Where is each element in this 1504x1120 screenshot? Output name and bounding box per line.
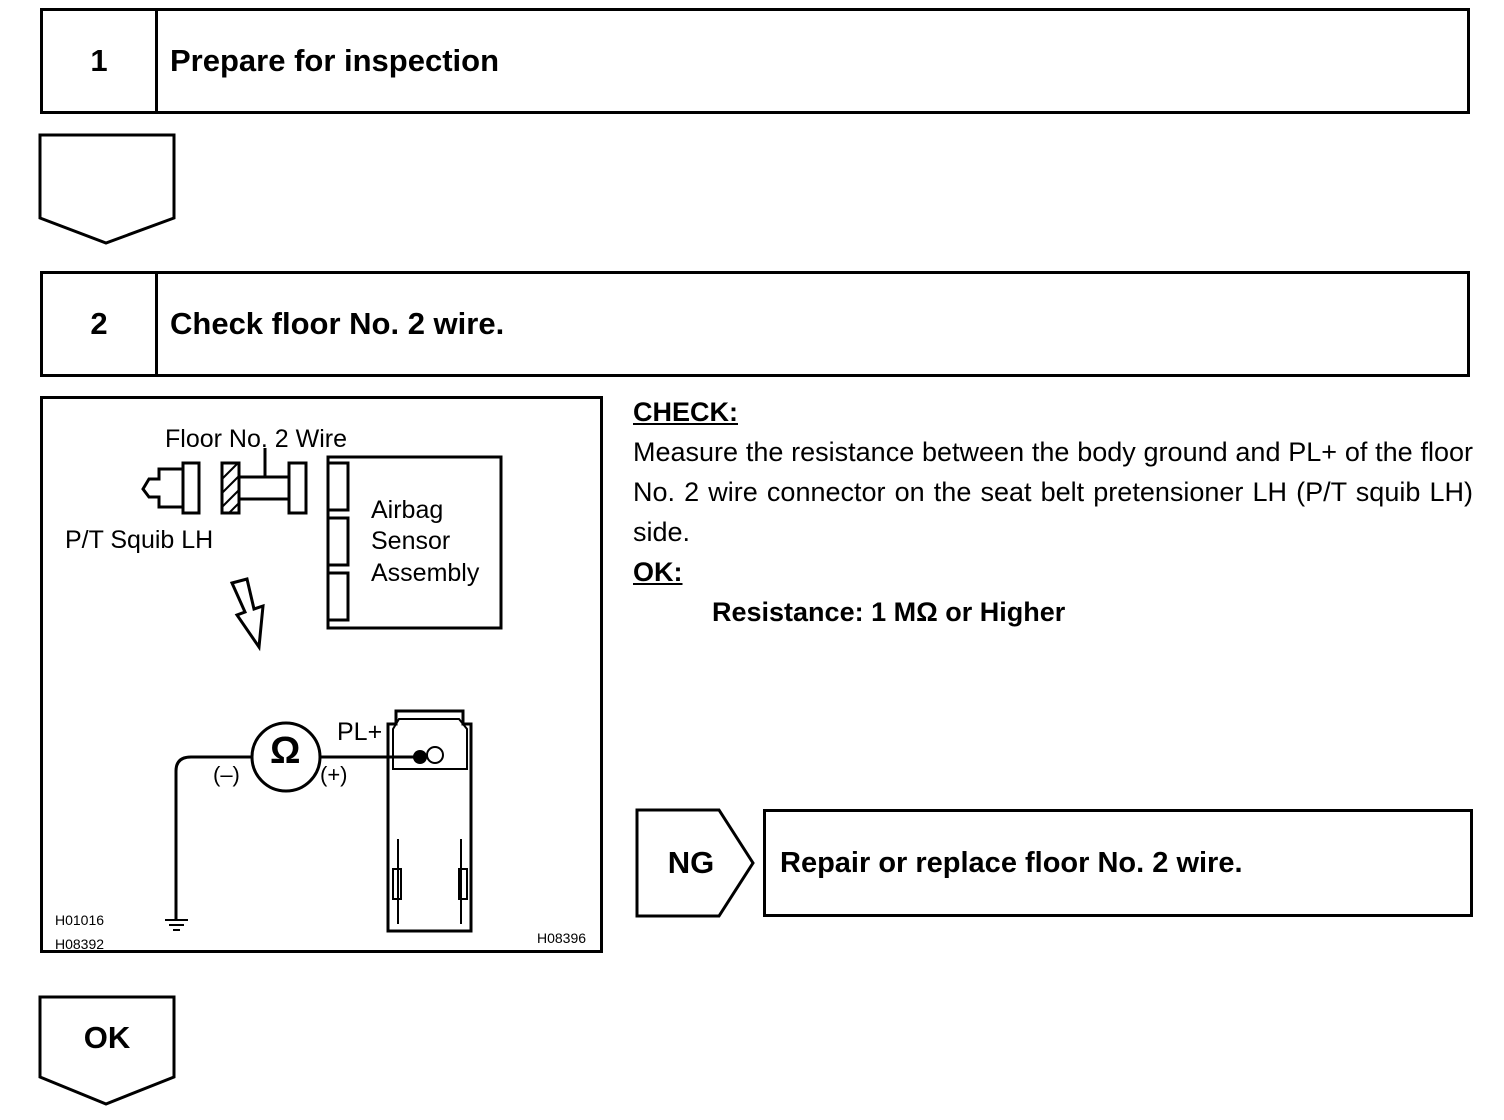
check-heading: CHECK: — [633, 397, 738, 427]
resistance-spec: Resistance: 1 MΩ or Higher — [712, 597, 1066, 627]
ng-label: NG — [667, 845, 715, 880]
ground-symbol-icon — [165, 919, 188, 931]
check-instructions: CHECK: Measure the resistance between th… — [633, 392, 1473, 632]
figure-code: H01016 — [55, 912, 105, 928]
figure-code: H08392 — [55, 936, 105, 952]
plus-terminal-label: (+) — [320, 762, 348, 787]
pl-plus-label: PL+ — [337, 718, 383, 746]
sensor-label-line-2: Sensor — [371, 527, 451, 555]
minus-terminal-label: (–) — [213, 762, 240, 787]
wiring-diagram-drawing — [141, 448, 503, 933]
inspection-diagram: Floor No. 2 Wire P/T Squib LH Airbag Sen… — [40, 396, 603, 953]
figure-code: H08396 — [537, 930, 587, 946]
step-1-header: 1 Prepare for inspection — [40, 8, 1470, 114]
step-title: Check floor No. 2 wire. — [170, 306, 505, 341]
flow-down-arrow — [38, 133, 176, 245]
ok-branch-arrow — [38, 995, 176, 1106]
step-title: Prepare for inspection — [170, 43, 500, 78]
ng-action-box: Repair or replace floor No. 2 wire. — [763, 809, 1473, 917]
sensor-label-line-3: Assembly — [371, 559, 480, 587]
floor-wire-label: Floor No. 2 Wire — [165, 425, 347, 453]
squib-label: P/T Squib LH — [65, 526, 214, 554]
ground-wire — [174, 755, 253, 919]
squib-connector-icon — [141, 448, 308, 515]
down-arrow-icon — [229, 577, 265, 652]
step-2-header: 2 Check floor No. 2 wire. — [40, 271, 1470, 377]
seat-belt-pretensioner-icon — [386, 709, 473, 933]
sensor-label-line-1: Airbag — [371, 496, 444, 524]
check-body: Measure the resistance between the body … — [633, 437, 1473, 547]
step-number: 1 — [43, 11, 158, 111]
step-number: 2 — [43, 274, 158, 374]
ok-label: OK — [83, 1020, 131, 1055]
ok-heading: OK: — [633, 557, 683, 587]
ng-branch-arrow — [635, 808, 755, 918]
ohm-symbol: Ω — [270, 730, 301, 772]
airbag-sensor-assembly-icon — [326, 455, 503, 630]
